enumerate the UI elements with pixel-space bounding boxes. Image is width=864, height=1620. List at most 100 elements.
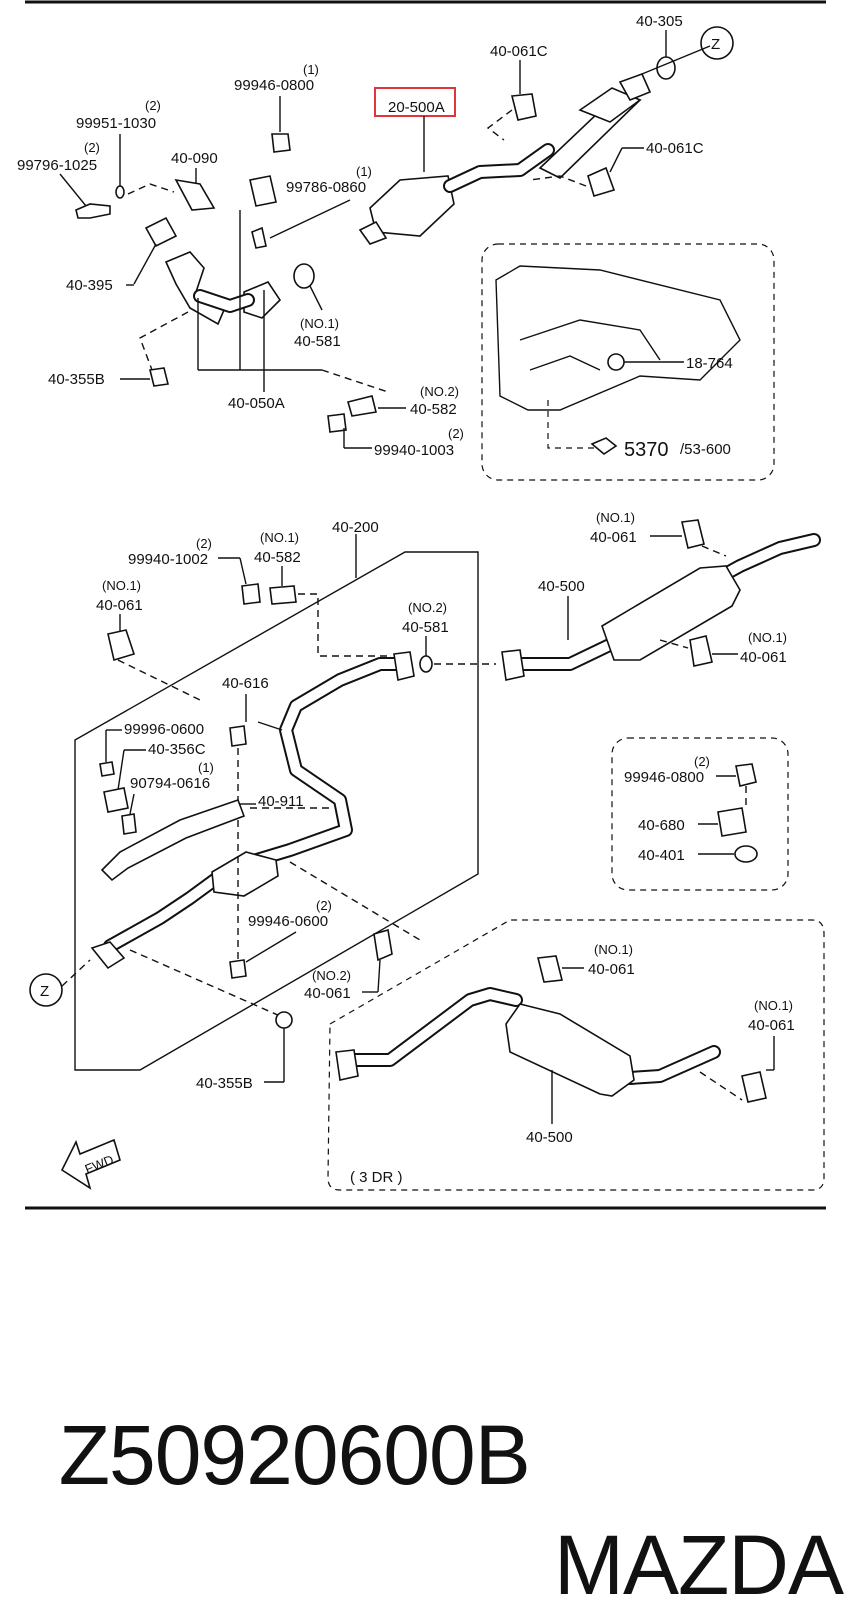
label-40-582-mid: 40-582 (254, 549, 301, 566)
muffler-40-500-bottom[interactable] (505, 1003, 635, 1097)
inset-box-body (481, 243, 775, 481)
flange-muffler-mid[interactable] (501, 649, 525, 681)
resonator-mid[interactable] (211, 851, 279, 897)
rubber-40-680[interactable] (717, 807, 747, 837)
qty-90794-0616: (1) (198, 760, 214, 775)
nut-40-355b-top[interactable] (149, 367, 169, 387)
hanger-40-061-b1[interactable] (537, 955, 563, 983)
gasket-40-581-mid[interactable] (419, 655, 433, 673)
label-99946-0600: 99946-0600 (248, 913, 328, 930)
label-40-395: 40-395 (66, 277, 113, 294)
label-20-500a[interactable]: 20-500A (388, 99, 445, 116)
label-40-090: 40-090 (171, 150, 218, 167)
brand-name: MAZDA (554, 1518, 844, 1612)
clip-5370[interactable] (590, 437, 618, 455)
nut-99940-1002[interactable] (241, 583, 261, 605)
label-40-061-b2: 40-061 (748, 1017, 795, 1034)
no1-40-061-b1: (NO.1) (594, 942, 633, 957)
qty-99940-1002: (2) (196, 536, 212, 551)
hanger-40-061-r[interactable] (689, 635, 713, 667)
gasket-40-090[interactable] (174, 178, 216, 211)
nut-40-355b-bottom[interactable] (275, 1011, 293, 1029)
label-40-050a: 40-050A (228, 395, 285, 412)
nut-99996-0600[interactable] (99, 761, 115, 777)
no2-40-061-mid: (NO.2) (312, 968, 351, 983)
flange-front-mid[interactable] (90, 941, 126, 970)
exhaust-system-diagram: Z 40-305 40-061C 40-061C 20-500A (1) 999… (17, 0, 826, 1210)
hanger-40-061c-a[interactable] (510, 93, 537, 121)
label-99946-0800b: 99946-0800 (624, 769, 704, 786)
no2-40-581-mid: (NO.2) (408, 600, 447, 615)
flange-muffler-bottom[interactable] (335, 1049, 359, 1081)
washer-99951-1030[interactable] (115, 185, 125, 199)
z-marker-bottom (29, 973, 63, 1007)
label-53-600: /53-600 (680, 441, 731, 458)
hanger-40-061c-b[interactable] (587, 166, 616, 197)
label-3dr: ( 3 DR ) (350, 1169, 403, 1186)
qty-99786-0860: (1) (356, 164, 372, 179)
label-40-061-mid: 40-061 (304, 985, 351, 1002)
bolt-90794-0616[interactable] (121, 813, 137, 835)
gasket-40-581-top[interactable] (293, 263, 315, 289)
hanger-40-061-tr[interactable] (681, 519, 705, 549)
no1-40-581-top: (NO.1) (300, 316, 339, 331)
label-99796-1025: 99796-1025 (17, 157, 97, 174)
spring-40-582-mid[interactable] (269, 585, 297, 605)
gasket-40-305[interactable] (656, 56, 676, 80)
insulator-40-911[interactable] (100, 798, 246, 882)
label-40-305: 40-305 (636, 13, 683, 30)
label-99946-0800: 99946-0800 (234, 77, 314, 94)
grommet-18-764[interactable] (607, 353, 625, 371)
catalytic-converter-20-500a[interactable] (369, 175, 455, 237)
bracket-part (249, 175, 277, 207)
qty-99940-1003: (2) (448, 426, 464, 441)
highlight-20-500a (374, 87, 456, 117)
no1-40-582: (NO.1) (260, 530, 299, 545)
nut-99946-0800[interactable] (271, 133, 291, 153)
label-40-355b-top: 40-355B (48, 371, 105, 388)
nut-99946-0800b[interactable] (735, 763, 757, 787)
muffler-40-500-mid[interactable] (601, 565, 741, 661)
label-40-061-r: 40-061 (740, 649, 787, 666)
no1-40-061-left: (NO.1) (102, 578, 141, 593)
label-40-500-bottom: 40-500 (526, 1129, 573, 1146)
label-99786-0860: 99786-0860 (286, 179, 366, 196)
stud-99786-0860[interactable] (251, 226, 267, 249)
inset-box-3dr (327, 919, 825, 1191)
label-40-911: 40-911 (258, 793, 304, 810)
label-40-581-mid: 40-581 (402, 619, 449, 636)
label-40-061c-a: 40-061C (490, 43, 548, 60)
label-90794-0616: 90794-0616 (130, 775, 210, 792)
flange-mid[interactable] (393, 651, 415, 681)
qty-99946-0600: (2) (316, 898, 332, 913)
gasket-40-395[interactable] (144, 216, 178, 248)
label-40-356c: 40-356C (148, 741, 206, 758)
label-40-581-top: 40-581 (294, 333, 341, 350)
no2-40-582-top: (NO.2) (420, 384, 459, 399)
spring-40-582-top[interactable] (347, 395, 377, 417)
label-40-061c-b: 40-061C (646, 140, 704, 157)
label-99996-0600: 99996-0600 (124, 721, 204, 738)
no1-40-061-tr: (NO.1) (596, 510, 635, 525)
hanger-40-061-b2[interactable] (741, 1071, 767, 1103)
sensor-40-616[interactable] (229, 725, 247, 747)
z-marker-bottom-label: Z (40, 983, 49, 1000)
label-99951-1030: 99951-1030 (76, 115, 156, 132)
label-40-401: 40-401 (638, 847, 685, 864)
label-40-355b-bottom: 40-355B (196, 1075, 253, 1092)
assembly-box-40-200 (74, 551, 479, 1071)
no1-40-061-b2: (NO.1) (754, 998, 793, 1013)
label-40-500-mid: 40-500 (538, 578, 585, 595)
nut-99940-1003[interactable] (327, 413, 347, 433)
washer-40-401[interactable] (734, 845, 758, 863)
nut-99946-0600[interactable] (229, 959, 247, 979)
clamp-40-356c[interactable] (103, 787, 129, 813)
label-40-582-top: 40-582 (410, 401, 457, 418)
hanger-40-061-mid[interactable] (373, 928, 393, 962)
qty-99946-0800b: (2) (694, 754, 710, 769)
part-number: Z50920600B (58, 1408, 531, 1502)
hanger-40-061-left[interactable] (107, 629, 136, 662)
bolt-99796-1025[interactable] (75, 203, 111, 219)
label-99940-1003: 99940-1003 (374, 442, 454, 459)
front-pipe-40-050a[interactable] (164, 251, 226, 326)
